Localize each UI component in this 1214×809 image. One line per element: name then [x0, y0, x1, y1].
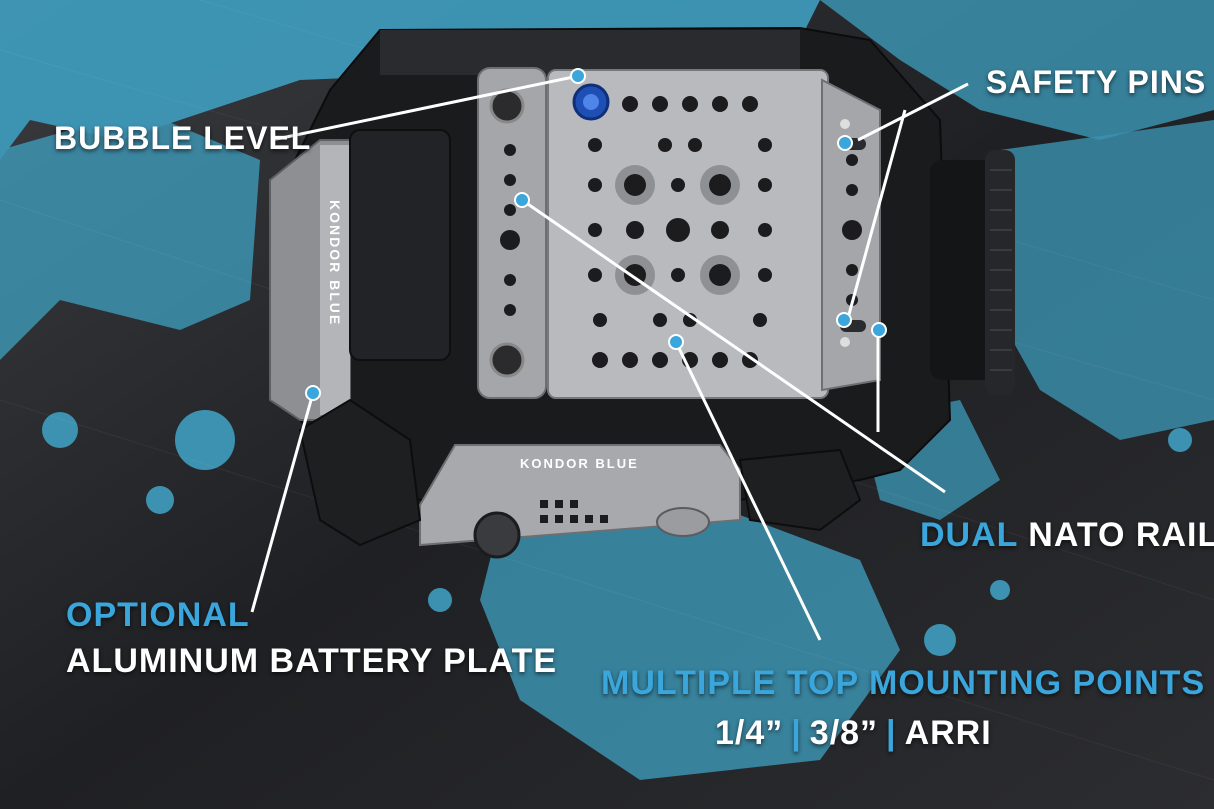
bottom-brand: KONDOR BLUE: [520, 456, 639, 471]
mounting-points-title: MULTIPLE TOP MOUNTING POINTS: [601, 664, 1206, 702]
safety-pins-label: SAFETY PINS: [986, 64, 1207, 100]
side-cage-left: KONDOR BLUE: [269, 139, 351, 421]
size-quarter-inch: 1/4”: [715, 714, 784, 752]
callout-dot-icon: [305, 385, 321, 401]
callout-dot-icon: [837, 135, 853, 151]
paint-splash: [0, 0, 1214, 780]
size-three-eighths-inch: 3/8”: [809, 714, 879, 752]
callout-dot-icon: [871, 322, 887, 338]
top-mounting-plate: [547, 69, 829, 399]
battery-plate: KONDOR BLUE: [419, 444, 741, 559]
callout-dot-icon: [668, 334, 684, 350]
size-separator: |: [886, 714, 897, 752]
nato-rails-rest: NATO RAILS: [1028, 516, 1214, 554]
mounting-points-sizes: 1/4”|3/8”|ARRI: [715, 716, 992, 750]
nato-rails-label: DUAL NATO RAILS: [920, 518, 1214, 552]
size-separator: |: [791, 714, 802, 752]
callout-lines: [250, 74, 969, 641]
lens-mount: [930, 150, 1015, 395]
battery-plate-accent: OPTIONAL: [66, 596, 250, 634]
callout-dot-icon: [514, 192, 530, 208]
nato-rail-left: [477, 67, 547, 399]
side-brand: KONDOR BLUE: [327, 200, 343, 326]
callout-dot-icon: [570, 68, 586, 84]
bubble-level-label: BUBBLE LEVEL: [54, 120, 312, 156]
size-arri: ARRI: [904, 714, 992, 752]
battery-plate-rest: ALUMINUM BATTERY PLATE: [66, 642, 558, 680]
callout-dot-icon: [836, 312, 852, 328]
bubble-level-icon: [572, 83, 610, 121]
nato-rails-accent: DUAL: [920, 516, 1018, 554]
